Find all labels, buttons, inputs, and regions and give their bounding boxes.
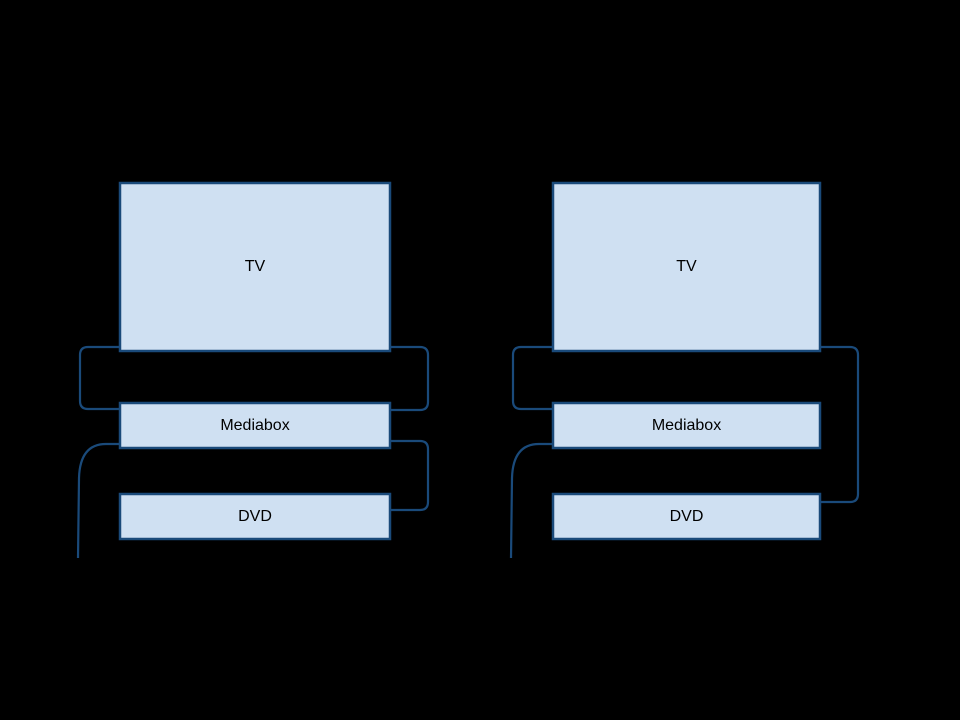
wire-tv-to-mediabox-left[interactable] [511, 345, 553, 411]
wire-mediabox-loose-cable[interactable] [509, 442, 553, 559]
wire-mediabox-to-dvd-right[interactable] [390, 439, 430, 512]
left-diagram-boxes [118, 181, 392, 541]
wire-tv-to-mediabox-left[interactable] [78, 345, 120, 411]
right-diagram-wires [509, 345, 860, 559]
wire-tv-to-dvd-right[interactable] [820, 345, 860, 504]
wire-tv-to-mediabox-right[interactable] [390, 345, 430, 412]
box-mediabox[interactable] [118, 401, 392, 450]
box-tv[interactable] [551, 181, 822, 353]
box-dvd[interactable] [118, 492, 392, 541]
box-mediabox[interactable] [551, 401, 822, 450]
wire-mediabox-loose-cable[interactable] [76, 442, 120, 559]
right-diagram-boxes [551, 181, 822, 541]
left-diagram-wires [76, 345, 430, 559]
box-dvd[interactable] [551, 492, 822, 541]
box-tv[interactable] [118, 181, 392, 353]
